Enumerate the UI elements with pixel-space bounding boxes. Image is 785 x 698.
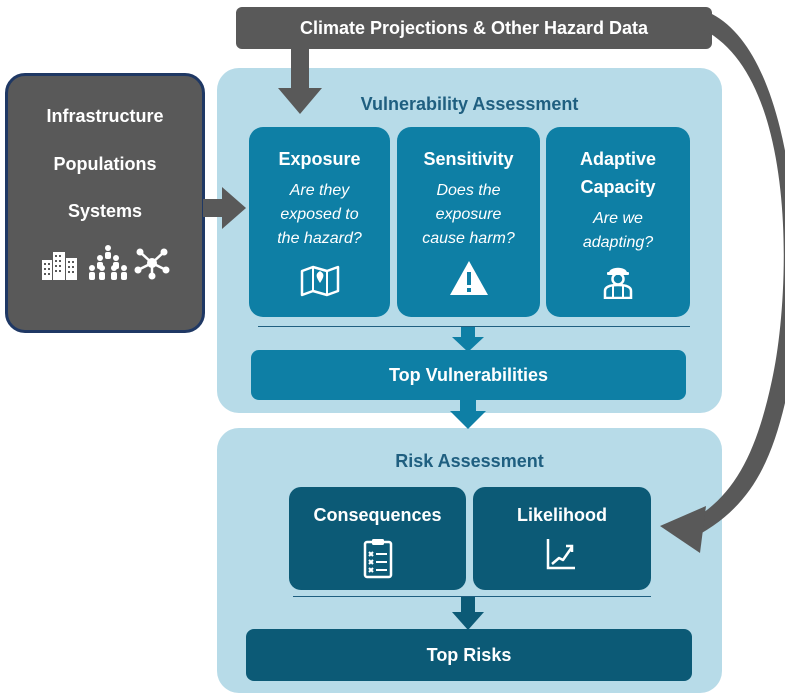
likelihood-title: Likelihood — [517, 505, 607, 525]
hazard-data-bar: Climate Projections & Other Hazard Data — [236, 7, 712, 49]
consequences-card: Consequences — [289, 487, 466, 590]
consequences-title: Consequences — [313, 505, 442, 525]
exposure-question: Are they exposed to the hazard? — [277, 182, 362, 247]
sensitivity-question: Does the exposure cause harm? — [422, 182, 515, 247]
risk-divider — [293, 596, 651, 597]
buildings-icon — [42, 252, 77, 280]
warning-icon — [450, 261, 488, 295]
sensitivity-title: Sensitivity — [423, 149, 514, 169]
input-systems: Systems — [67, 201, 143, 221]
map-icon — [300, 265, 340, 297]
adaptive-capacity-title: Adaptive Capacity — [579, 149, 657, 197]
adaptive-capacity-card: Adaptive Capacity Are we adapting? — [546, 127, 690, 317]
top-vulnerabilities-label: Top Vulnerabilities — [388, 364, 549, 385]
vulnerability-divider — [258, 326, 690, 327]
adaptive-capacity-question: Are we adapting? — [582, 210, 654, 251]
crowd-icon — [89, 245, 127, 280]
trend-chart-icon — [546, 539, 575, 570]
top-vulnerabilities-bar: Top Vulnerabilities — [251, 350, 686, 400]
risk-title: Risk Assessment — [395, 451, 544, 471]
sensitivity-card: Sensitivity Does the exposure cause harm… — [397, 127, 540, 317]
input-populations: Populations — [53, 154, 157, 174]
network-icon — [134, 248, 170, 280]
top-risks-bar: Top Risks — [246, 629, 692, 681]
input-infrastructure: Infrastructure — [46, 106, 164, 126]
vulnerability-title: Vulnerability Assessment — [360, 94, 579, 114]
top-risks-label: Top Risks — [426, 644, 512, 665]
likelihood-card: Likelihood — [473, 487, 651, 590]
hazard-data-title: Climate Projections & Other Hazard Data — [299, 17, 649, 38]
inputs-box: Infrastructure Populations Systems — [5, 73, 205, 333]
clipboard-checklist-icon — [363, 539, 393, 579]
worker-icon — [603, 267, 633, 299]
exposure-title: Exposure — [278, 149, 361, 169]
exposure-card: Exposure Are they exposed to the hazard? — [249, 127, 390, 317]
